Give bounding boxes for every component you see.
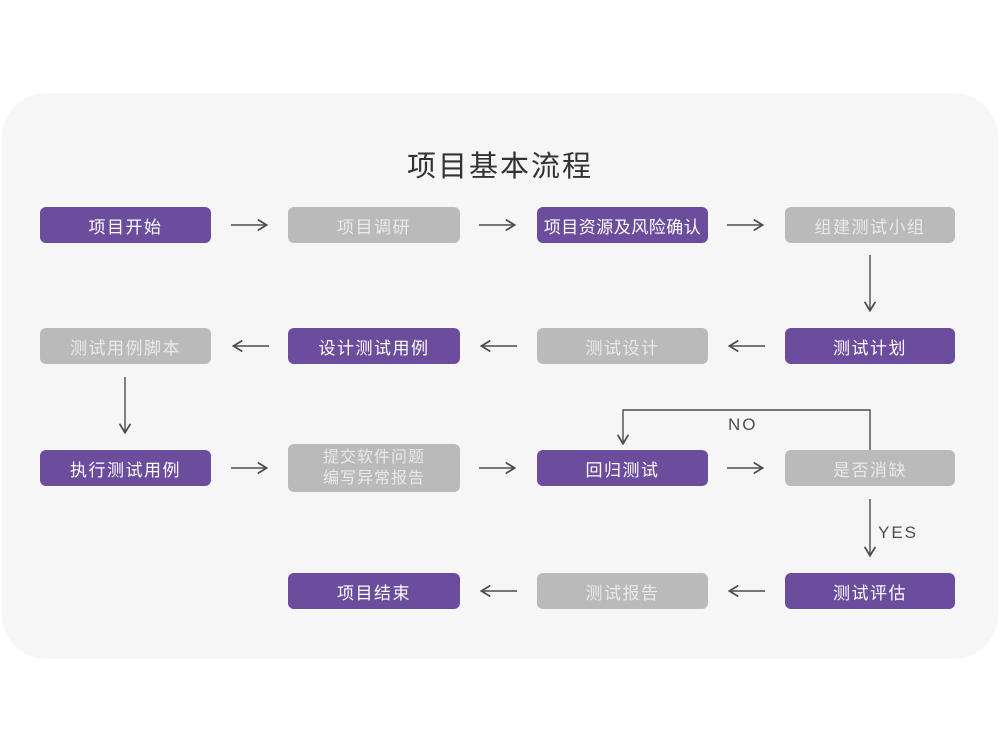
node-regression-test: 回归测试 — [537, 450, 708, 486]
node-design-test-cases: 设计测试用例 — [288, 328, 460, 364]
node-build-test-team: 组建测试小组 — [785, 207, 955, 243]
node-project-research: 项目调研 — [288, 207, 460, 243]
diagram-title: 项目基本流程 — [406, 151, 593, 183]
no-branch-label: NO — [728, 415, 758, 434]
node-test-design: 测试设计 — [537, 328, 708, 364]
node-test-report: 测试报告 — [537, 573, 708, 609]
node-defect-cleared-decision: 是否消缺 — [785, 450, 955, 486]
node-project-end: 项目结束 — [288, 573, 460, 609]
node-test-evaluation: 测试评估 — [785, 573, 955, 609]
node-test-plan: 测试计划 — [785, 328, 955, 364]
flowchart-card-background — [2, 93, 998, 659]
node-execute-test-cases: 执行测试用例 — [40, 450, 211, 486]
node-test-case-script: 测试用例脚本 — [40, 328, 211, 364]
node-project-start: 项目开始 — [40, 207, 211, 243]
node-submit-issues-write-report: 提交软件问题 编写异常报告 — [288, 444, 460, 492]
node-resources-risk-confirm: 项目资源及风险确认 — [537, 207, 708, 243]
yes-branch-label: YES — [878, 523, 919, 542]
